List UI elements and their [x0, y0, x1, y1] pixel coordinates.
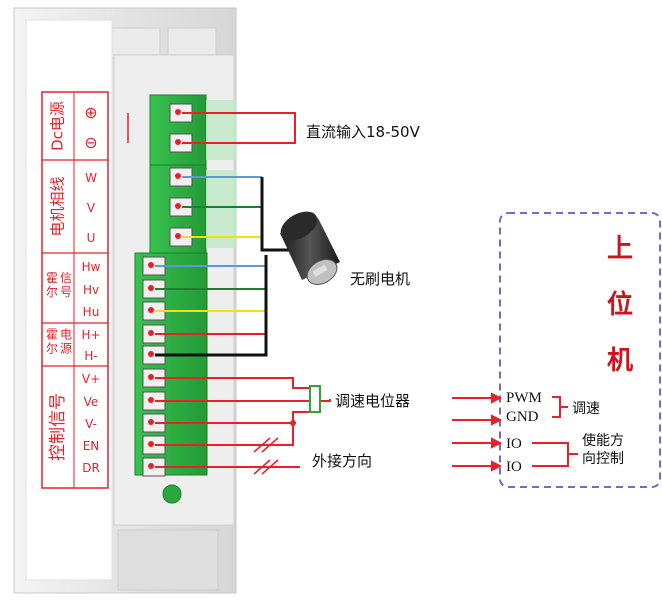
potentiometer-icon — [309, 385, 321, 413]
host-title-char: 机 — [607, 346, 633, 376]
switch-mark — [261, 437, 279, 453]
pin-label: H+ — [81, 328, 100, 342]
pin-label: ⊕ — [84, 103, 97, 122]
pot-ve-wire — [155, 399, 331, 402]
group-label-char: 号 — [60, 285, 72, 299]
port-io: IO — [506, 436, 522, 452]
group-label-char: 电 — [60, 328, 72, 342]
enable-label-2: 向控制 — [582, 451, 624, 467]
host-title-char: 上 — [607, 234, 633, 264]
switch-mark — [253, 437, 271, 453]
hall-cable — [155, 255, 268, 357]
status-led — [162, 484, 182, 504]
pot-vminus-wire — [155, 411, 310, 424]
dc-input-label: 直流输入18-50V — [306, 123, 421, 141]
motor-label: 无刷电机 — [350, 270, 410, 288]
port-io: IO — [506, 459, 522, 475]
group-label-char: 霍 — [46, 328, 58, 342]
terminal-screw-dot — [148, 441, 154, 447]
host-arrows — [452, 392, 503, 472]
terminal-screw-dot — [148, 463, 154, 469]
group-label-char: 尔 — [46, 284, 58, 299]
terminal-screw-dot — [148, 419, 154, 425]
terminal-screw-dot — [175, 139, 181, 145]
terminal-screw-dot — [148, 397, 154, 403]
terminal-screw-dot — [148, 330, 154, 336]
pin-label: H- — [84, 349, 97, 363]
dc-input-wire — [182, 112, 296, 144]
motor-cable — [260, 177, 290, 252]
enable-brace — [532, 442, 578, 467]
brushless-motor-icon — [280, 211, 340, 285]
terminal-screw-dot — [175, 233, 181, 239]
speed-brace — [552, 396, 568, 418]
group-label-char: 信 — [60, 271, 72, 285]
group-label: 电机相线 — [49, 176, 67, 236]
terminal-screw-dot — [175, 109, 181, 115]
pin-label: ⊖ — [84, 133, 97, 152]
port-gnd: GND — [506, 409, 539, 425]
pin-label: V+ — [82, 372, 100, 386]
switch-mark — [253, 459, 271, 475]
speed-label: 调速 — [572, 401, 600, 417]
terminal-screw-dot — [148, 307, 154, 313]
host-title-char: 位 — [607, 289, 633, 320]
terminal-screw-dot — [148, 374, 154, 380]
label-panel-border — [41, 91, 109, 489]
terminal-screw-dot — [175, 203, 181, 209]
pin-label: Ve — [84, 395, 99, 409]
port-pwm: PWM — [506, 390, 542, 406]
wires — [127, 112, 331, 475]
pin-label: Hv — [83, 283, 99, 297]
group-label: Dc电源 — [49, 101, 67, 151]
pin-label: DR — [82, 461, 100, 475]
terminal-screw-dot — [148, 351, 154, 357]
pin-label: U — [87, 231, 96, 245]
enable-label-1: 使能方 — [582, 432, 624, 449]
terminal-screw-dot — [148, 262, 154, 268]
direction-label: 外接方向 — [312, 452, 372, 470]
pin-label: EN — [83, 439, 100, 453]
pin-label: W — [85, 171, 97, 185]
host-box — [499, 212, 661, 488]
en-wire — [155, 423, 294, 446]
group-label-char: 尔 — [46, 341, 58, 356]
pin-label: V- — [85, 417, 97, 431]
terminal-screw-dot — [148, 285, 154, 291]
potentiometer-label: 调速电位器 — [335, 392, 410, 410]
terminal-screw-dot — [175, 173, 181, 179]
group-label-char: 霍 — [46, 271, 58, 285]
pin-label: Hw — [82, 260, 101, 274]
group-label-char: 源 — [60, 342, 72, 356]
group-label: 控制信号 — [48, 393, 68, 461]
pin-label: V — [87, 201, 96, 215]
pot-vplus-wire — [155, 377, 310, 389]
switch-mark — [261, 459, 279, 475]
pin-label: Hu — [83, 305, 100, 319]
